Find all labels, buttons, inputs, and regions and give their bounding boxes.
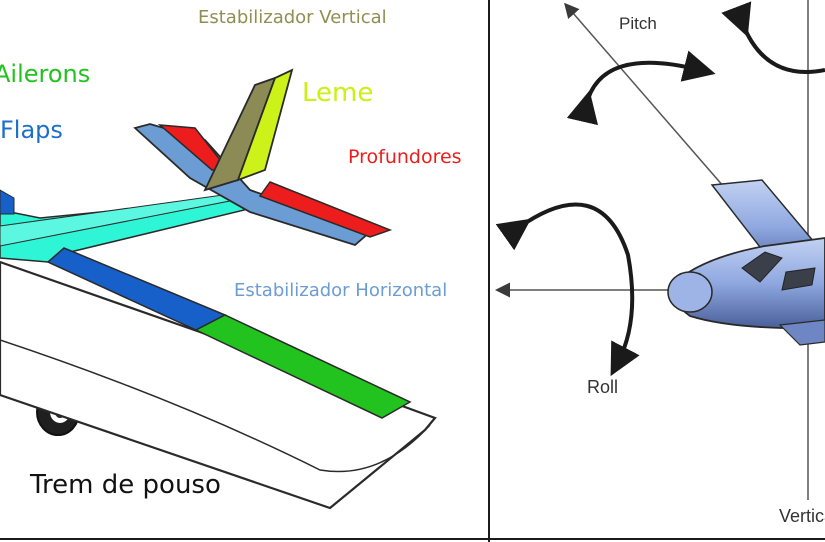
ailerons-surface [194, 314, 412, 419]
cockpit-window-front [741, 251, 783, 283]
airplane-nose [667, 271, 713, 313]
leme-surface [236, 68, 294, 182]
label-leme: Leme [302, 78, 374, 108]
fuselage-wing-cyan [0, 197, 268, 263]
airplane-parts-drawing [0, 68, 437, 510]
flaps-left-edge [0, 189, 15, 215]
label-vertical: Vertical [779, 506, 825, 526]
label-pitch: Pitch [619, 14, 657, 33]
frame-bottom-border [0, 538, 825, 540]
label-estabilizador-horizontal: Estabilizador Horizontal [234, 280, 448, 301]
yaw-rotation-arrow [721, 1, 825, 74]
airplane-parts-panel: Ailerons Flaps Estabilizador Vertical Le… [0, 7, 462, 510]
panel-divider [488, 0, 490, 542]
rotation-axes-drawing [495, 0, 825, 500]
label-ailerons: Ailerons [0, 60, 91, 88]
roll-rotation-arrow [495, 202, 640, 377]
cockpit-window-side [781, 267, 816, 291]
rotation-axes-panel: Pitch Roll Vertical [490, 0, 825, 542]
label-flaps: Flaps [0, 116, 63, 144]
label-profundores: Profundores [348, 146, 462, 168]
wing-leading-edge [0, 339, 431, 473]
pitch-rotation-arrow [566, 50, 716, 126]
profundores-surface-right [258, 181, 393, 238]
label-roll: Roll [587, 377, 619, 397]
label-estabilizador-vertical: Estabilizador Vertical [198, 7, 387, 28]
label-trem-de-pouso: Trem de pouso [30, 470, 221, 500]
airplane-lower-wing [778, 319, 825, 346]
